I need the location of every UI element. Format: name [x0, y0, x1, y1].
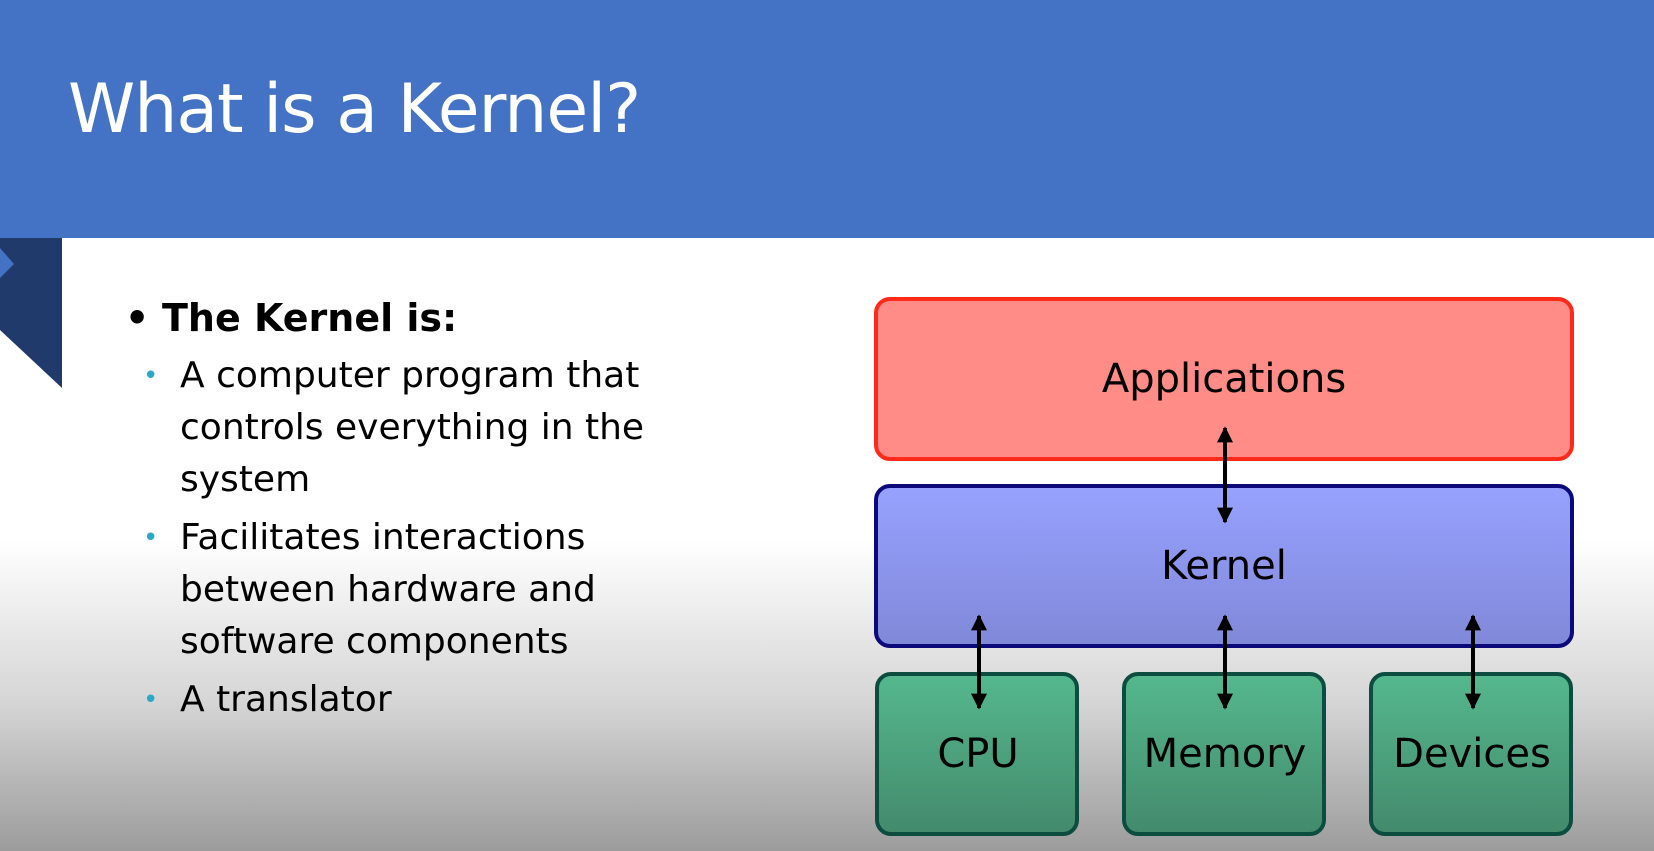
bullet-marker: • [125, 296, 150, 340]
devices-label: Devices [1393, 731, 1551, 777]
sub-bullet-text: Facilitates interactions between hardwar… [180, 517, 596, 662]
bullet-marker: • [143, 523, 159, 553]
applications-label: Applications [1102, 356, 1346, 402]
bullet-marker: • [143, 361, 159, 391]
title-bar: What is a Kernel? [0, 0, 1654, 238]
sub-bullet-2: • Facilitates interactions between hardw… [125, 512, 745, 668]
sub-bullet-1: • A computer program that controls every… [125, 350, 745, 506]
sub-bullet-text: A computer program that controls everyth… [180, 355, 645, 500]
slide-title: What is a Kernel? [68, 70, 641, 149]
bullet-marker: • [143, 685, 159, 715]
decorative-accent-shape [0, 238, 62, 388]
sub-bullet-3: • A translator [125, 674, 745, 726]
bullet-list: • The Kernel is: • A computer program th… [125, 292, 745, 732]
sub-bullet-text: A translator [180, 679, 392, 720]
kernel-label: Kernel [1161, 543, 1287, 589]
main-bullet-text: The Kernel is: [162, 296, 458, 340]
main-bullet: • The Kernel is: [125, 292, 745, 344]
cpu-label: CPU [937, 731, 1018, 777]
memory-label: Memory [1144, 731, 1307, 777]
